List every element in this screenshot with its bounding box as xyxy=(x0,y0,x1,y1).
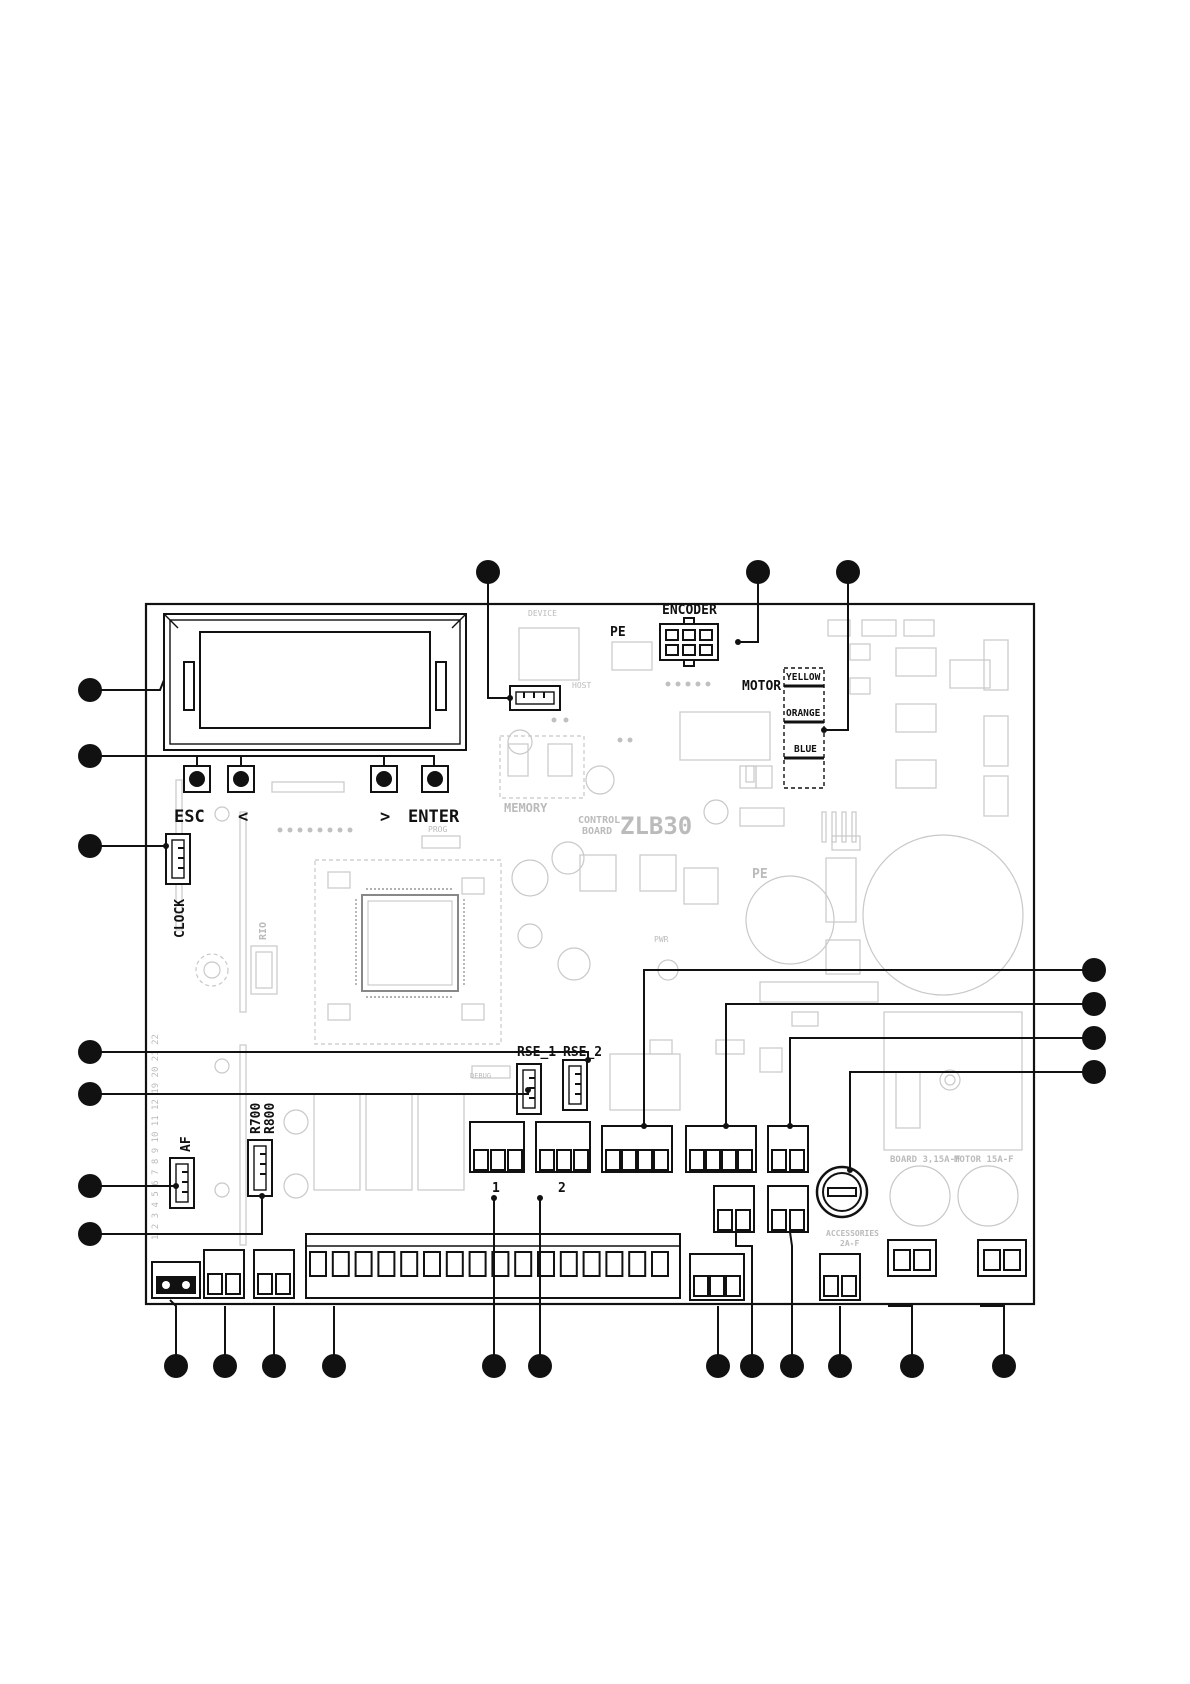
callout-dot xyxy=(1082,1026,1106,1050)
callout-dot xyxy=(322,1354,346,1378)
lcd-display xyxy=(164,614,466,750)
encoder-connector: ENCODER xyxy=(660,603,718,666)
callout-dot xyxy=(780,1354,804,1378)
terminal-block-2pin-bottom-a xyxy=(204,1250,244,1298)
terminal-block-2pin-motor xyxy=(978,1240,1026,1276)
terminal-block-2pin-top xyxy=(768,1126,808,1172)
callout-dot xyxy=(836,560,860,584)
terminal-block-2pin-lower-a xyxy=(714,1186,754,1232)
accessories-rating-label: 2A-F xyxy=(840,1239,859,1248)
callout-dot xyxy=(213,1354,237,1378)
board-fuse-label: BOARD 3,15A-F xyxy=(890,1155,960,1165)
callout-dot xyxy=(78,1040,102,1064)
prog-label: PROG xyxy=(428,825,447,834)
pe-mid-label: PE xyxy=(752,867,768,882)
callout-dot xyxy=(78,834,102,858)
pwr-label: PWR xyxy=(654,935,669,944)
callout-dot xyxy=(78,744,102,768)
left-button[interactable] xyxy=(228,766,254,792)
callout-dot xyxy=(746,560,770,584)
accessories-fuse xyxy=(817,1167,867,1217)
callout-dot xyxy=(78,1174,102,1198)
callout-dot xyxy=(476,560,500,584)
memory-label: MEMORY xyxy=(504,801,548,815)
callout-dot xyxy=(828,1354,852,1378)
callout-dot xyxy=(1082,958,1106,982)
af-label: AF xyxy=(179,1136,194,1152)
control-label: CONTROL xyxy=(578,815,620,826)
callout-dot xyxy=(262,1354,286,1378)
encoder-label: ENCODER xyxy=(662,603,717,618)
clock-label: CLOCK xyxy=(173,899,188,938)
callout-dot xyxy=(900,1354,924,1378)
right-button[interactable] xyxy=(371,766,397,792)
terminal-block-4pin-b xyxy=(686,1126,756,1172)
enter-label: ENTER xyxy=(408,807,460,827)
terminal-block-4pin-a xyxy=(602,1126,672,1172)
r800-label: R800 xyxy=(263,1103,278,1134)
callout-dot xyxy=(740,1354,764,1378)
callout-dot xyxy=(482,1354,506,1378)
left-label: < xyxy=(238,807,248,827)
terminal-block-2pin-accessories xyxy=(820,1254,860,1300)
esc-button[interactable] xyxy=(184,766,210,792)
rio-label: RIO xyxy=(258,922,269,940)
callout-dot xyxy=(164,1354,188,1378)
callout-dot xyxy=(1082,1060,1106,1084)
orange-label: ORANGE xyxy=(786,708,821,719)
model-label: ZLB30 xyxy=(620,812,692,840)
esc-label: ESC xyxy=(174,807,205,827)
enter-button[interactable] xyxy=(422,766,448,792)
terminal-block-2pin-board xyxy=(888,1240,936,1276)
device-label: DEVICE xyxy=(528,609,557,618)
callout-dot xyxy=(706,1354,730,1378)
ground-terminal xyxy=(152,1262,200,1298)
terminal-number-strip: 1 2 3 4 5 6 7 8 9 10 11 12 19 20 21 22 xyxy=(151,1034,161,1240)
callout-dot xyxy=(78,1082,102,1106)
terminal-block-2pin-bottom-b xyxy=(254,1250,294,1298)
motor-label: MOTOR xyxy=(742,679,781,694)
motor-fuse-label: MOTOR 15A-F xyxy=(954,1155,1014,1165)
blue-label: BLUE xyxy=(794,744,817,755)
debug-label: DEBUG xyxy=(470,1072,491,1080)
r700-label: R700 xyxy=(249,1103,264,1134)
terminal-1-label: 1 xyxy=(492,1181,500,1196)
yellow-label: YELLOW xyxy=(786,672,821,683)
callout-dot xyxy=(528,1354,552,1378)
board-label: BOARD xyxy=(582,826,612,837)
host-label: HOST xyxy=(572,681,591,690)
accessories-label: ACCESSORIES xyxy=(826,1229,879,1238)
host-connector xyxy=(510,686,560,710)
terminal-block-3pin-bottom xyxy=(690,1254,744,1300)
terminal-block-2pin-lower-b xyxy=(768,1186,808,1232)
callout-dot xyxy=(78,678,102,702)
terminal-2-label: 2 xyxy=(558,1181,566,1196)
pe-top-label: PE xyxy=(610,625,626,640)
callout-dot xyxy=(992,1354,1016,1378)
callout-dot xyxy=(1082,992,1106,1016)
callout-dot xyxy=(78,1222,102,1246)
right-label: > xyxy=(380,807,390,827)
